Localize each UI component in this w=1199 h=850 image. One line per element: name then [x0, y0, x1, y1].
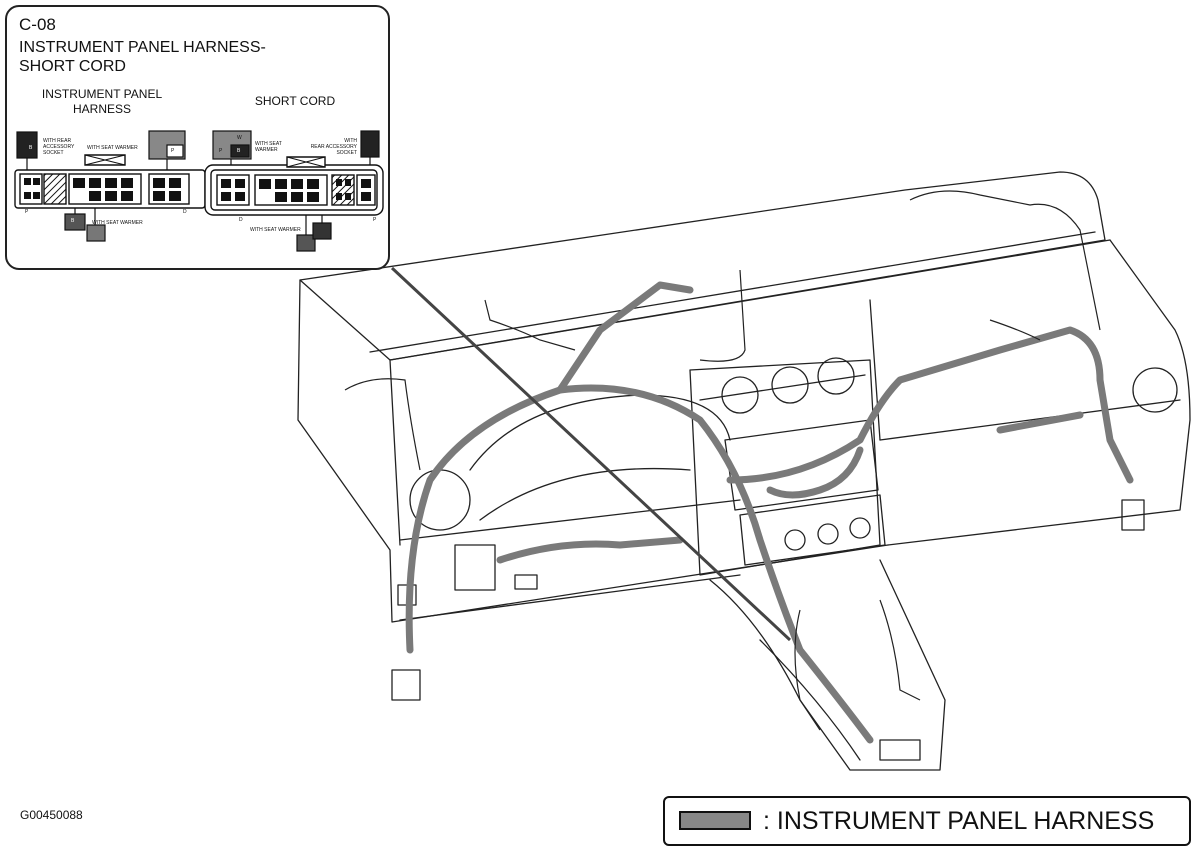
- right-note-rear-socket-line-2: REAR ACCESSORY: [310, 144, 357, 150]
- pin-letter-p-right-edge: P: [373, 217, 377, 223]
- right-note-seat-warmer-line-2: WARMER: [255, 147, 278, 153]
- callout-leader-line: [390, 266, 792, 642]
- pin-letter-d-left-edge: D: [183, 209, 187, 215]
- pin-letter-p-left: P: [171, 148, 175, 154]
- connector-callout: C-08 INSTRUMENT PANEL HARNESS- SHORT COR…: [5, 5, 390, 270]
- pin-letter-b-left-bottom: B: [71, 218, 75, 224]
- pin-letter-w-right: W: [237, 135, 242, 141]
- callout-title-line-2: SHORT CORD: [19, 58, 126, 75]
- pin-letter-p-left-edge: P: [25, 209, 29, 215]
- left-note-rear-socket-line-2: ACCESSORY: [43, 144, 75, 150]
- callout-title-line-1: INSTRUMENT PANEL HARNESS-: [19, 39, 266, 56]
- callout-title: INSTRUMENT PANEL HARNESS- SHORT CORD: [19, 38, 379, 76]
- legend: : INSTRUMENT PANEL HARNESS: [663, 796, 1191, 846]
- right-connector-pins: [221, 179, 371, 202]
- right-note-seat-warmer: WITH SEAT WARMER: [255, 141, 282, 153]
- left-note-rear-socket: WITH REAR ACCESSORY SOCKET: [43, 138, 74, 156]
- left-note-seat-warmer-top: WITH SEAT WARMER: [87, 145, 138, 151]
- legend-swatch: [679, 811, 751, 830]
- left-header-line-2: HARNESS: [72, 102, 131, 116]
- left-pin-tags: [16, 130, 186, 242]
- connector-code: C-08: [19, 15, 56, 34]
- right-note-rear-socket-line-1: WITH: [344, 138, 357, 144]
- pin-letter-d-right-edge: D: [239, 217, 243, 223]
- left-note-rear-socket-line-1: WITH REAR: [43, 138, 72, 144]
- figure-id: G00450088: [20, 808, 83, 822]
- right-note-rear-socket-line-3: SOCKET: [336, 150, 357, 156]
- right-note-rear-socket: WITH REAR ACCESSORY SOCKET: [307, 138, 357, 156]
- left-note-seat-warmer-bottom: WITH SEAT WARMER: [92, 220, 143, 226]
- left-connector-pins: [24, 178, 181, 201]
- connector-schematic: [14, 130, 384, 252]
- right-connector-header: SHORT CORD: [254, 94, 336, 108]
- right-note-seat-warmer-bottom: WITH SEAT WARMER: [250, 227, 301, 233]
- pin-letter-b-right: B: [237, 148, 241, 154]
- pin-letter-p-right: P: [219, 148, 223, 154]
- left-header-line-1: INSTRUMENT PANEL: [41, 87, 163, 101]
- dashboard-outline: [297, 171, 1191, 771]
- left-note-rear-socket-line-3: SOCKET: [43, 150, 64, 156]
- harness-thin-wires: [344, 190, 1101, 731]
- pin-letter-b-left-top: B: [29, 145, 33, 151]
- instrument-panel-harness: [405, 281, 1134, 744]
- left-connector-header: INSTRUMENT PANEL HARNESS: [27, 87, 177, 117]
- right-pin-tags: [212, 130, 380, 252]
- legend-text: : INSTRUMENT PANEL HARNESS: [763, 807, 1155, 835]
- right-note-seat-warmer-line-1: WITH SEAT: [255, 141, 282, 147]
